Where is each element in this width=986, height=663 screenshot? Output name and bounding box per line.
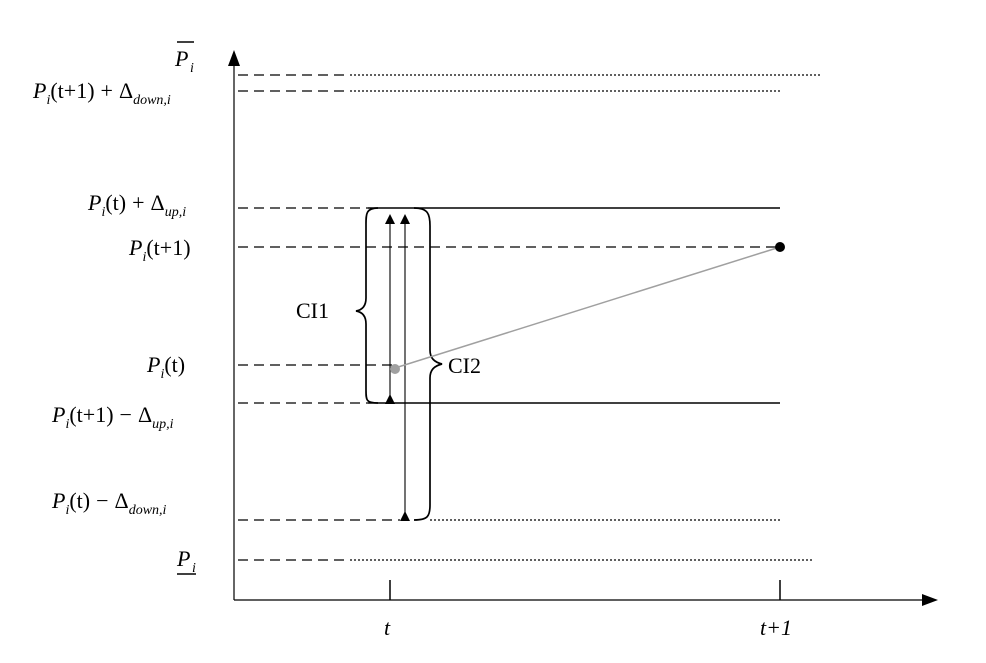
label-cur: Pi(t) (146, 352, 185, 382)
x-axis-arrow-icon (922, 594, 938, 606)
label-next: Pi(t+1) (128, 235, 191, 265)
x-tick-label-t1: t+1 (760, 615, 792, 640)
label-next-minus-up: Pi(t+1)−Δup,i (51, 402, 174, 432)
ci2-label: CI2 (448, 353, 481, 378)
ci1-label: CI1 (296, 298, 329, 323)
x-tick-label-t: t (384, 615, 391, 640)
label-next-plus-down: Pi(t+1)+Δdown,i (32, 78, 171, 108)
svg-text:P: P (176, 546, 190, 571)
ci1-brace (355, 207, 379, 404)
svg-text:P: P (174, 46, 188, 71)
ci2-brace (413, 207, 443, 521)
label-cur-plus-up: Pi(t)+Δup,i (87, 190, 186, 220)
y-axis-arrow-icon (228, 50, 240, 66)
dashed-guides (238, 74, 780, 561)
point-t (390, 364, 400, 374)
trajectory-line (394, 246, 781, 369)
label-pmin: P i (176, 546, 196, 576)
dotted-guides (350, 74, 820, 561)
label-cur-minus-down: Pi(t)−Δdown,i (51, 488, 167, 518)
label-pmax: P i (174, 41, 194, 76)
svg-text:i: i (192, 561, 196, 576)
svg-text:i: i (190, 61, 194, 76)
point-t1 (775, 242, 785, 252)
